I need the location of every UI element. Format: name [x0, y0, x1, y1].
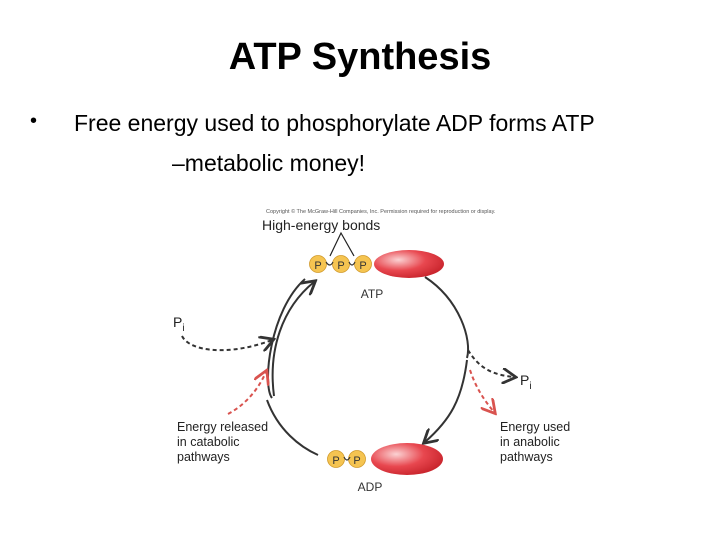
adp-molecule: P P ADP: [327, 443, 443, 494]
atp-label: ATP: [361, 287, 383, 301]
atp-molecule: P P P ATP: [309, 250, 444, 301]
energy-used-arrow: [469, 369, 494, 412]
pi-out-arrow: [467, 349, 514, 377]
atp-p2-label: P: [337, 260, 344, 272]
adp-phosphate-1: [327, 450, 345, 468]
atp-phosphate-1: [309, 255, 327, 273]
svg-text:Energy used: Energy used: [500, 420, 570, 434]
svg-text:pathways: pathways: [177, 450, 230, 464]
pi-out-label: Pi: [520, 372, 532, 392]
pi-in-arrow: [181, 336, 272, 350]
atp-phosphate-3: [354, 255, 372, 273]
copyright-text: Copyright © The McGraw-Hill Companies, I…: [266, 208, 496, 215]
bullet-text-line1: Free energy used to phosphorylate ADP fo…: [74, 110, 595, 136]
atp-adenosine: [374, 250, 444, 278]
atp-p3-label: P: [359, 260, 366, 272]
energy-used-label: Energy used in anabolic pathways: [500, 420, 570, 464]
energy-released-arrow: [227, 372, 266, 415]
svg-text:pathways: pathways: [500, 450, 553, 464]
svg-text:in anabolic: in anabolic: [500, 435, 560, 449]
adp-adenosine: [371, 443, 443, 475]
slide-title: ATP Synthesis: [228, 36, 492, 78]
cycle-arc-lower-left: [266, 399, 319, 456]
adp-label: ADP: [358, 480, 383, 494]
atp-phosphate-2: [332, 255, 350, 273]
adp-p1-label: P: [332, 455, 339, 467]
adp-p2-label: P: [353, 455, 360, 467]
bullet-text-line2: –metabolic money!: [172, 150, 366, 176]
atp-p1-label: P: [314, 260, 321, 272]
pi-in-label: Pi: [173, 314, 185, 334]
bond-pointer-lines: [329, 231, 355, 257]
high-energy-bonds-label: High-energy bonds: [262, 217, 380, 233]
svg-text:in catabolic: in catabolic: [177, 435, 240, 449]
svg-text:Energy released: Energy released: [177, 420, 268, 434]
cycle-arc-upper-right: [424, 276, 470, 359]
cycle-arc-right: [425, 359, 468, 442]
energy-released-label: Energy released in catabolic pathways: [177, 420, 268, 464]
cycle-arrow-to-atp: [271, 282, 314, 397]
bullet-marker: •: [30, 110, 38, 132]
